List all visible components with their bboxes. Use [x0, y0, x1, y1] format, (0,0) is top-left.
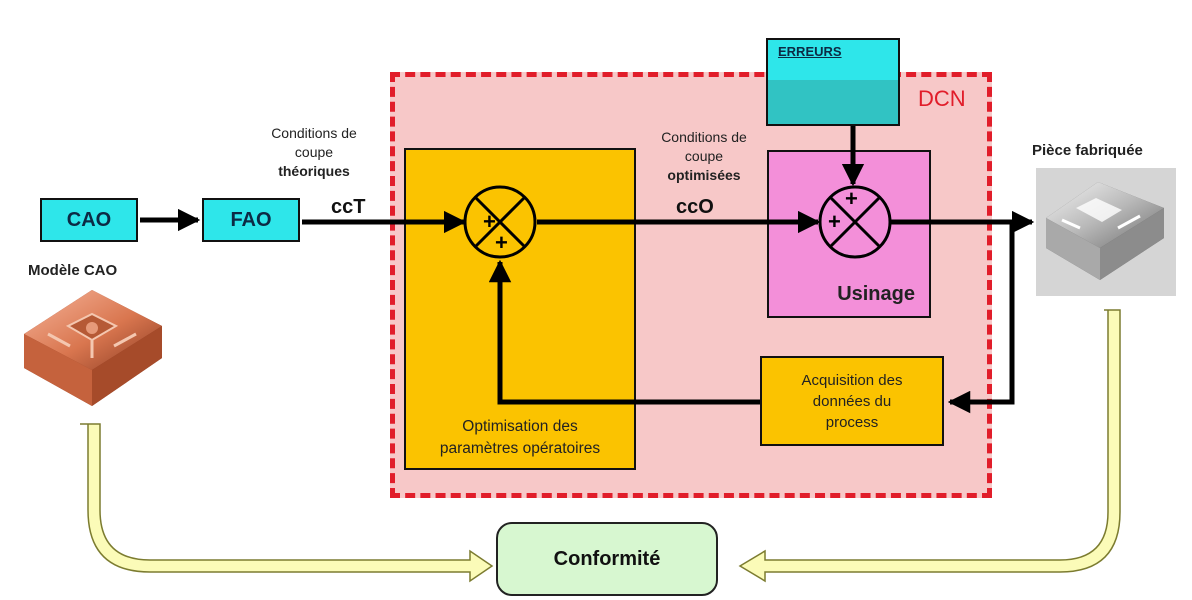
- svg-text:+: +: [828, 209, 841, 234]
- manufactured-part-image: [1036, 168, 1176, 296]
- theoretical-conditions-line2: coupe: [294, 144, 334, 160]
- optimization-label-line2: paramètres opératoires: [439, 440, 601, 457]
- optimized-conditions-line1: Conditions de: [661, 129, 747, 145]
- cao-box: CAO: [40, 198, 138, 242]
- optimization-label-line1: Optimisation des: [462, 418, 578, 435]
- svg-text:+: +: [483, 209, 496, 234]
- cad-model-label: Modèle CAO: [28, 262, 118, 279]
- optimized-conditions-line3: optimisées: [667, 167, 741, 183]
- machining-label: Usinage: [837, 283, 915, 305]
- errors-box: ERREURS: [766, 38, 900, 126]
- acquisition-label-line1: Acquisition des: [801, 371, 903, 389]
- acquisition-to-sum1-arrow: [488, 259, 760, 405]
- theoretical-conditions-label: Conditions de coupe théoriques: [252, 124, 376, 181]
- optimized-conditions-line2: coupe: [684, 148, 724, 164]
- part-label: Pièce fabriquée: [1032, 142, 1143, 159]
- acquisition-label-line2: données du: [812, 392, 892, 410]
- fao-box: FAO: [202, 198, 300, 242]
- svg-text:+: +: [495, 230, 508, 255]
- theoretical-conditions-line1: Conditions de: [271, 125, 357, 141]
- errors-label: ERREURS: [778, 44, 842, 59]
- acquisition-box: Acquisition des données du process: [760, 356, 944, 446]
- theoretical-conditions-line3: théoriques: [278, 163, 350, 179]
- conformity-box: Conformité: [496, 522, 718, 596]
- sum-junction-optimization: + +: [463, 185, 537, 259]
- cct-label: ccT: [331, 196, 366, 218]
- left-conformity-arrow: [80, 423, 494, 583]
- errors-box-lower: [768, 80, 898, 124]
- acquisition-label-line3: process: [825, 413, 879, 431]
- optimization-label: Optimisation des paramètres opératoires: [406, 416, 634, 460]
- cco-label: ccO: [676, 196, 714, 218]
- right-conformity-arrow: [738, 309, 1121, 583]
- cad-model-image: [24, 290, 162, 406]
- dcn-label: DCN: [918, 86, 966, 111]
- sum-junction-machining: + +: [818, 185, 892, 259]
- output-to-acquisition-arrow: [947, 222, 1015, 414]
- svg-text:+: +: [845, 186, 858, 211]
- optimized-conditions-label: Conditions de coupe optimisées: [642, 128, 766, 185]
